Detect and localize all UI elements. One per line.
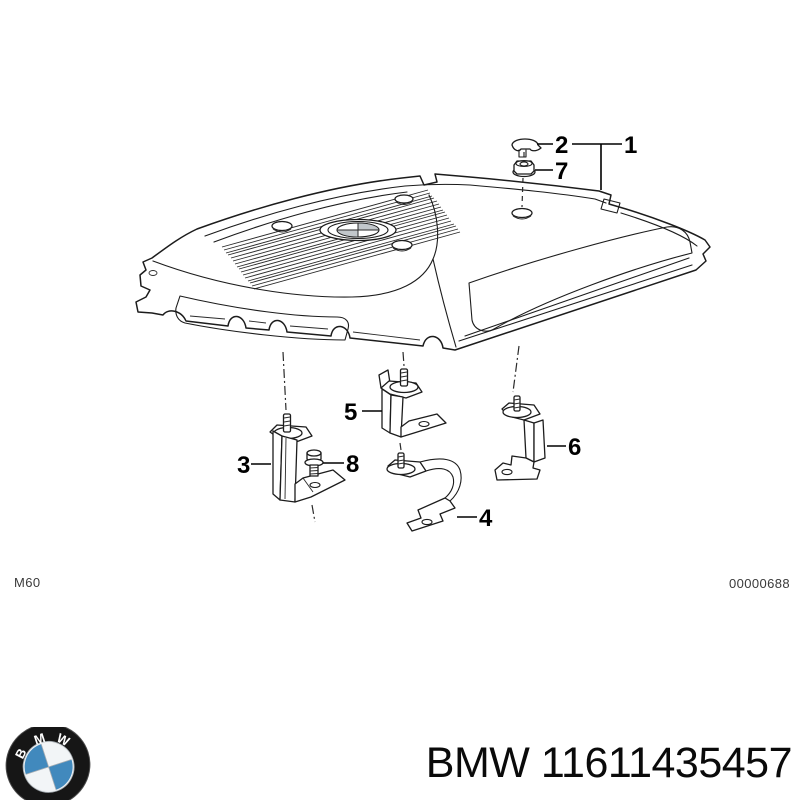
bracket-part-3-drawing (269, 413, 346, 503)
cover-outline (135, 173, 711, 351)
cover-rim-line (204, 183, 698, 247)
callout-4: 4 (479, 505, 493, 532)
cover-bottom-moldings (432, 257, 693, 348)
roundel-quadrant-white-ur (41, 742, 72, 767)
mounting-holes (148, 194, 533, 276)
callout-5: 5 (344, 399, 357, 426)
bracket-part-4-drawing (386, 452, 462, 532)
roundel-quadrant-blue-lr (48, 759, 73, 790)
callout-8: 8 (346, 451, 359, 478)
roundel-letter-m: M (32, 730, 47, 748)
bolt-part-8-drawing (304, 449, 324, 477)
drawing-number-label: 00000688 (728, 576, 790, 591)
callout-1: 1 (624, 132, 637, 159)
roundel-quadrant-blue-ul (24, 744, 49, 775)
callout-7: 7 (555, 158, 568, 185)
cover-front-panel (175, 295, 350, 341)
bracket-centerlines (282, 345, 520, 523)
roundel-quadrant-white-ll (25, 766, 57, 791)
cover-emblem (319, 218, 397, 242)
cover-face-crease (152, 194, 439, 298)
cover-clip-detail (600, 198, 621, 214)
cover-lower-edge-line (189, 315, 421, 341)
bmw-roundel-logo: B M W (5, 727, 91, 800)
callout-2: 2 (555, 132, 568, 159)
leader-lines (251, 143, 622, 518)
parts-diagram: 1 2 7 3 8 5 4 6 (135, 132, 711, 532)
engine-cover-drawing (135, 173, 711, 351)
cap-centerline (521, 152, 525, 208)
model-code-label: M60 (14, 575, 41, 590)
bracket-part-6-drawing (494, 395, 546, 481)
cap-part-2-drawing (511, 138, 542, 158)
callout-3: 3 (237, 452, 250, 479)
part-number-text: BMW 11611435457 (425, 739, 793, 787)
nut-part-7-drawing (512, 159, 536, 178)
callout-6: 6 (568, 434, 581, 461)
bracket-part-5-drawing (378, 368, 447, 438)
